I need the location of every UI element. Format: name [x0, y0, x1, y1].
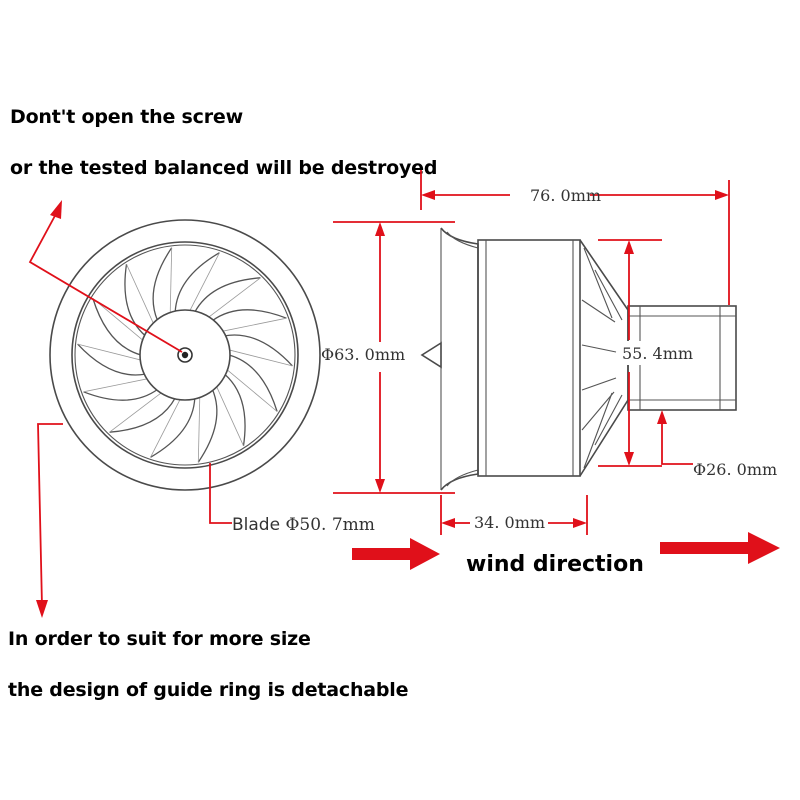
rotor-blade-edge — [77, 343, 142, 361]
outer-diameter-dimension: Φ63. 0mm — [321, 221, 455, 494]
rotor-blade — [83, 388, 158, 401]
outer-ring — [49, 219, 321, 491]
rotor-blade-edge — [92, 298, 144, 342]
inner-diameter-label: 55. 4mm — [622, 344, 693, 363]
outer-diameter-label: Φ63. 0mm — [321, 345, 405, 364]
screw-note-line2: or the tested balanced will be destroyed — [10, 157, 438, 179]
front-view — [49, 219, 321, 491]
rotor-blade — [224, 373, 246, 446]
rotor-blade — [77, 343, 146, 376]
overall-length-label: 76. 0mm — [530, 186, 601, 205]
wind-arrow-left — [352, 538, 440, 570]
rotor-blade-edge — [109, 392, 163, 433]
rotor-blade-edge — [150, 398, 181, 458]
rotor-blade-edge — [226, 368, 278, 412]
rotor-blade — [174, 252, 220, 313]
guide-ring-note-line1: In order to suit for more size — [8, 628, 311, 650]
wind-direction: wind direction — [352, 532, 780, 577]
fan-body — [477, 239, 581, 477]
duct-inner-ring — [71, 241, 299, 469]
guide-ring-note-line2: the design of guide ring is detachable — [8, 679, 409, 701]
side-view — [420, 227, 737, 491]
rotor-blade-edge — [83, 378, 148, 393]
rotor-blade-edge — [222, 317, 287, 332]
rotor-blade-edge — [197, 396, 201, 463]
rotor-blade — [197, 389, 218, 463]
overall-length-dimension: 76. 0mm — [420, 170, 730, 305]
duct-inner-ring-2 — [74, 244, 296, 466]
motor-diameter-label: Φ26. 0mm — [693, 460, 777, 479]
stator-section — [579, 239, 629, 477]
rotor-blade — [228, 354, 278, 412]
motor-diameter-dimension: Φ26. 0mm — [657, 410, 777, 479]
rotor-blade — [124, 264, 146, 337]
rotor-blade — [224, 334, 293, 367]
rotor-blade — [150, 397, 196, 458]
rotor-blade-edge — [228, 349, 293, 367]
blade-diameter-label: Blade Φ50. 7mm — [232, 515, 375, 535]
rotor-blade-edge — [126, 264, 155, 325]
rotor-blade — [109, 397, 176, 433]
body-length-dimension: 34. 0mm — [440, 495, 588, 535]
blade-leader — [209, 463, 232, 524]
wind-direction-label: wind direction — [466, 552, 644, 577]
rotor-blade — [194, 277, 261, 313]
body-length-label: 34. 0mm — [474, 513, 545, 532]
rotor-blade-edge — [169, 247, 173, 314]
rotor-blade — [152, 247, 173, 321]
rotor-blade — [212, 309, 287, 322]
screw-arrow — [28, 200, 183, 353]
wind-arrow-right — [660, 532, 780, 564]
rotor-blade — [92, 298, 142, 356]
rotor-blades — [77, 247, 293, 463]
guide-ring-arrow — [36, 423, 63, 618]
rotor-blade-edge — [215, 385, 244, 446]
inner-diameter-dimension: 55. 4mm — [598, 239, 693, 467]
intake-lip — [440, 227, 479, 491]
rotor-blade-edge — [207, 277, 261, 318]
hub-screw-center — [181, 351, 189, 359]
screw-note-line1: Dont't open the screw — [10, 106, 243, 128]
rotor-blade-edge — [189, 252, 220, 312]
spinner-cone — [420, 341, 442, 369]
